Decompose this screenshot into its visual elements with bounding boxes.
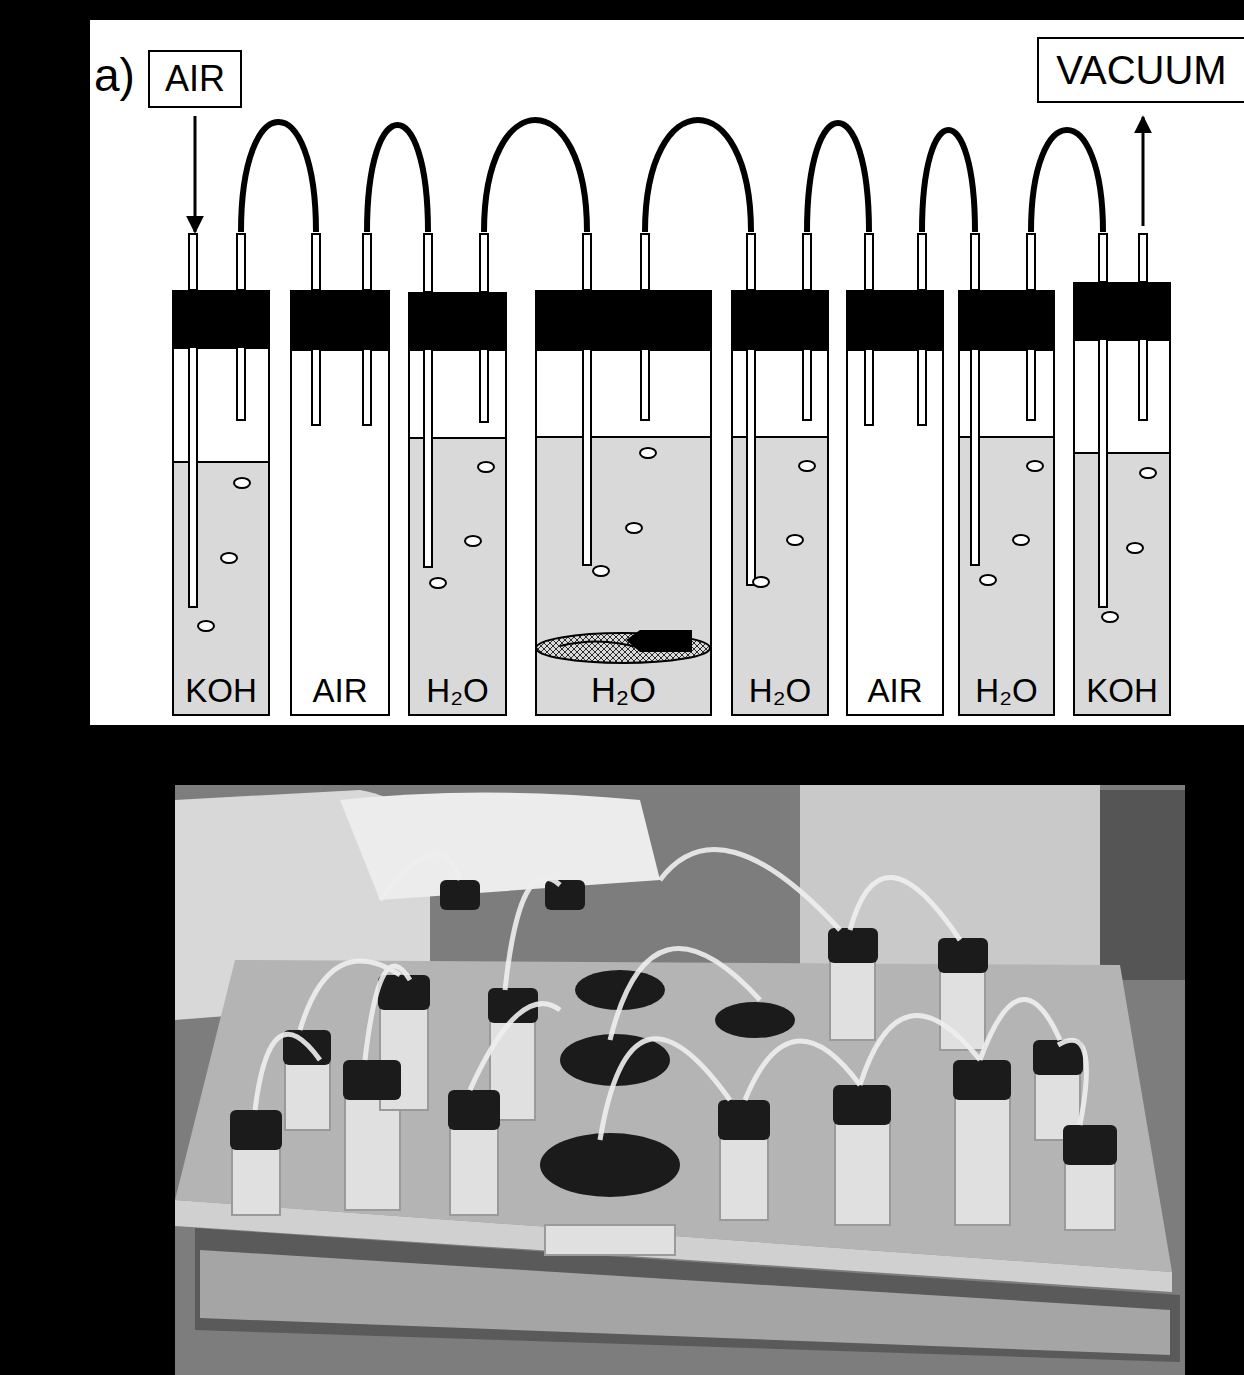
tubing <box>807 123 869 232</box>
vessel-label: H₂O <box>731 674 829 707</box>
vessel: KOH <box>1073 232 1171 716</box>
tubing <box>484 120 587 232</box>
vessel-shape <box>290 232 390 716</box>
vessel-shape <box>1073 232 1171 716</box>
vessel: AIR <box>290 232 390 716</box>
vessel-label: AIR <box>290 674 390 707</box>
vessel-shape <box>408 232 507 716</box>
flow-arrow <box>194 116 197 232</box>
panel-letter: a) <box>94 52 135 98</box>
vessel-label: H₂O <box>535 673 712 707</box>
vessel-label: H₂O <box>958 674 1055 707</box>
vessel: H₂O <box>535 232 712 716</box>
vessel-shape <box>731 232 829 716</box>
vessel: H₂O <box>958 232 1055 716</box>
tubing <box>645 120 751 232</box>
vessel-shape <box>535 232 712 716</box>
vessel-label: AIR <box>846 674 944 707</box>
label-box: VACUUM <box>1037 37 1244 103</box>
vessel: KOH <box>172 232 270 716</box>
tubing <box>922 130 975 232</box>
vessel-shape <box>958 232 1055 716</box>
vessel-label: KOH <box>1073 674 1171 707</box>
vessel-shape <box>172 232 270 716</box>
vessel-label: KOH <box>172 674 270 707</box>
tubing <box>367 125 428 232</box>
photograph <box>175 785 1185 1375</box>
tubing <box>1031 130 1103 232</box>
box-label: VACUUM <box>1056 50 1226 90</box>
panel-ground <box>90 20 1244 725</box>
tubing <box>241 122 316 232</box>
vessel: H₂O <box>408 232 507 716</box>
vessel: AIR <box>846 232 944 716</box>
box-label: AIR <box>165 61 225 97</box>
label-box: AIR <box>148 50 242 108</box>
flow-arrow <box>1142 117 1145 226</box>
vessel-label: H₂O <box>408 674 507 707</box>
vessel-shape <box>846 232 944 716</box>
vessel: H₂O <box>731 232 829 716</box>
